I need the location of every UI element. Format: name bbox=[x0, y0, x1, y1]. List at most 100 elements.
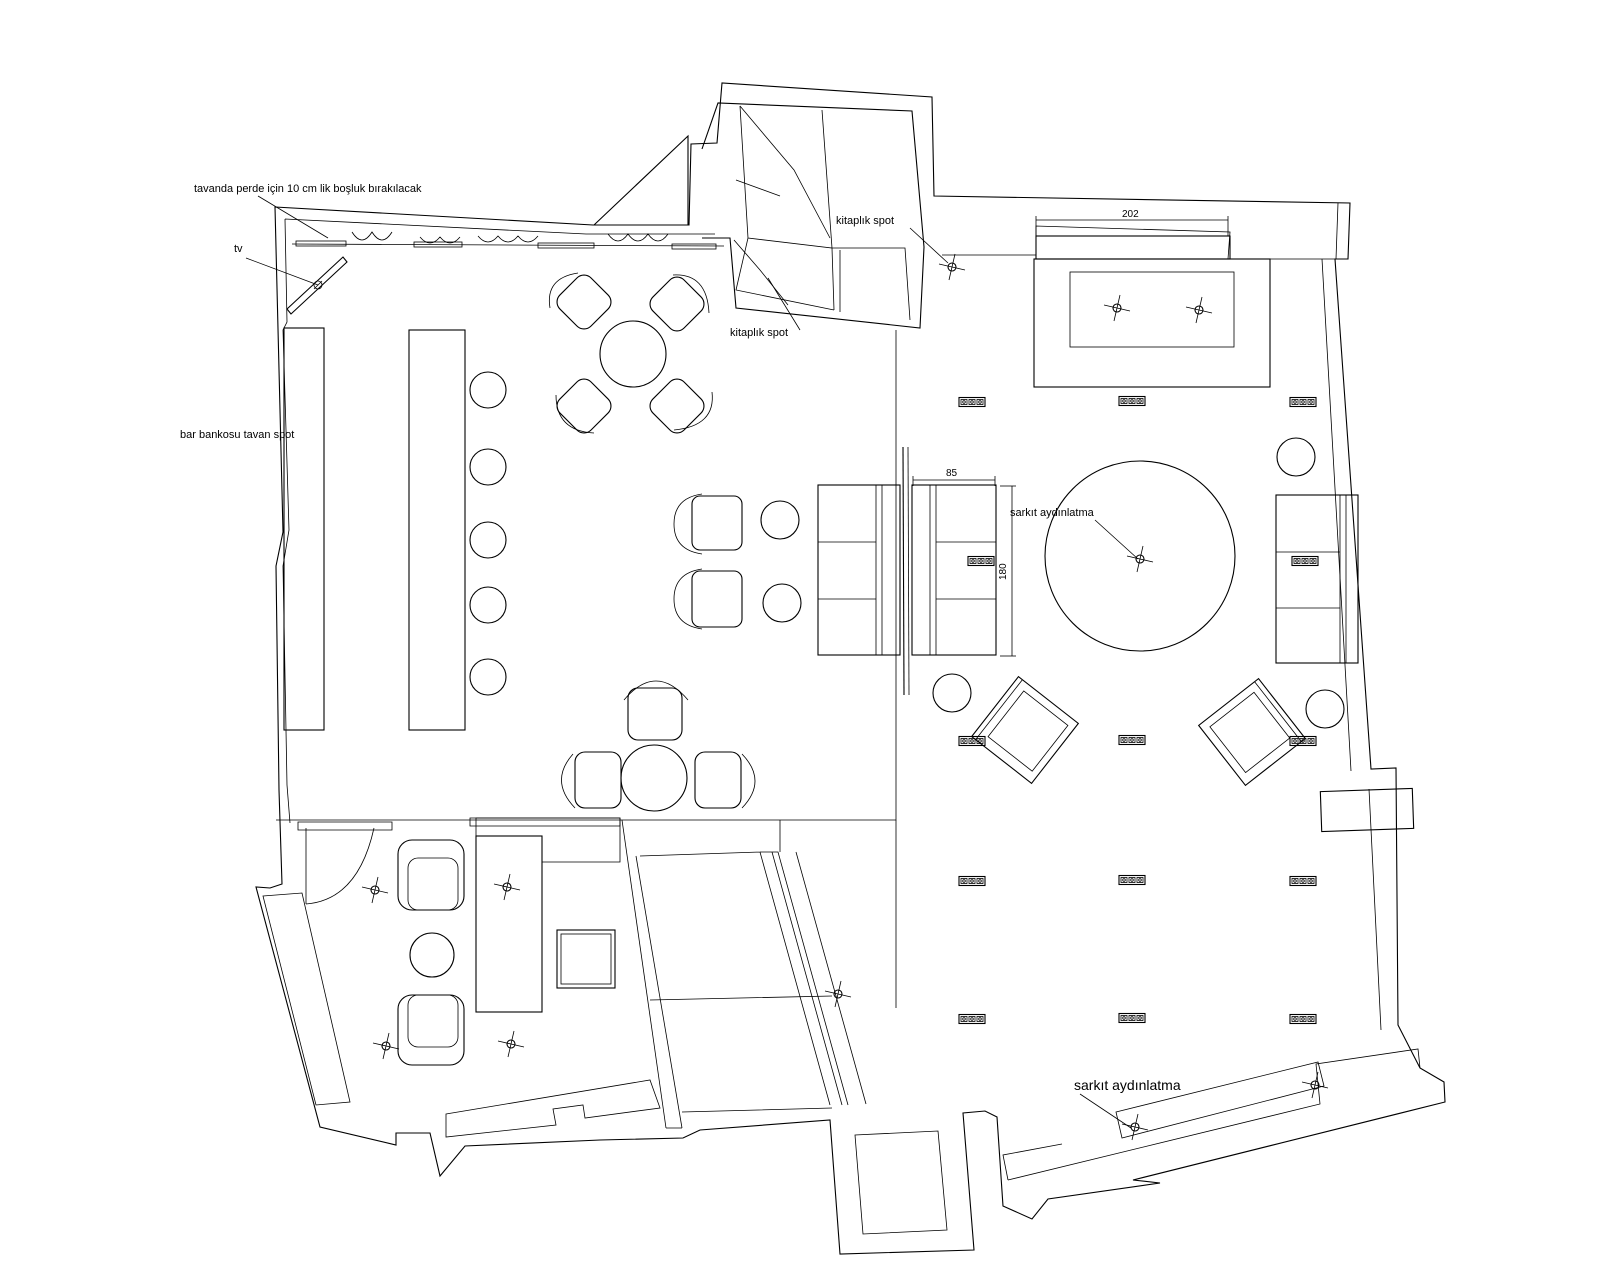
pendant-light-bar bbox=[1115, 1061, 1325, 1139]
dining-chair bbox=[649, 378, 713, 434]
spot-light-icon bbox=[824, 980, 852, 1008]
bottom-notch bbox=[854, 1130, 948, 1235]
round-table bbox=[620, 744, 688, 812]
dining-chair bbox=[561, 751, 622, 809]
round-table bbox=[599, 320, 667, 388]
spot-light-icon bbox=[1185, 296, 1213, 324]
bar-stool bbox=[469, 658, 507, 696]
sofas: 85 180 bbox=[817, 446, 1016, 696]
downlight-icon bbox=[1118, 734, 1146, 746]
downlights bbox=[958, 395, 1319, 1025]
tv-label: tv bbox=[234, 243, 243, 255]
downlight-icon bbox=[1118, 395, 1146, 407]
coffee-table bbox=[409, 932, 455, 978]
spot-light-icon bbox=[1301, 1071, 1329, 1099]
downlight-icon bbox=[1289, 735, 1317, 747]
fireplace-box bbox=[1033, 258, 1271, 388]
spot-light-icon bbox=[372, 1032, 400, 1060]
walls bbox=[255, 82, 1446, 1255]
downlight-icon bbox=[1118, 874, 1146, 886]
bottom-wall-right bbox=[1002, 1048, 1421, 1181]
fireplace-inner bbox=[1069, 271, 1235, 348]
partition bbox=[902, 446, 905, 696]
desk-chair bbox=[556, 929, 616, 989]
armchair-left bbox=[970, 675, 1080, 785]
fireplace: 202 bbox=[1033, 209, 1271, 388]
dining-chair bbox=[623, 680, 689, 741]
downlight-icon bbox=[1289, 1013, 1317, 1025]
bar-counter bbox=[283, 327, 507, 731]
fireplace-dimension: 202 bbox=[1035, 209, 1229, 236]
lower-left-room bbox=[297, 817, 621, 1066]
bar-stool bbox=[469, 586, 507, 624]
labels: tavanda perde için 10 cm lik boşluk bıra… bbox=[180, 183, 1181, 1129]
dimension-202: 202 bbox=[1122, 209, 1139, 220]
dimension-85: 85 bbox=[946, 468, 958, 479]
side-table bbox=[1276, 437, 1316, 477]
downlight-icon bbox=[958, 735, 986, 747]
side-chair bbox=[673, 493, 743, 555]
spot-light-icon bbox=[1103, 294, 1131, 322]
sofa-dimension-180: 180 bbox=[998, 485, 1016, 657]
pendant-light-label-1: sarkıt aydınlatma bbox=[1010, 507, 1095, 519]
bar-stool bbox=[469, 448, 507, 486]
pendant-light-label-2: sarkıt aydınlatma bbox=[1074, 1077, 1181, 1093]
outer-wall-main bbox=[255, 82, 1446, 1255]
side-table bbox=[932, 673, 972, 713]
downlight-icon bbox=[967, 555, 995, 567]
bar-counter-spot-label: bar bankosu tavan spot bbox=[180, 429, 294, 441]
armchair bbox=[397, 839, 465, 911]
armchair-right bbox=[1197, 677, 1307, 787]
wall-band-top-right bbox=[942, 202, 1339, 260]
sofa-dimension-85: 85 bbox=[912, 468, 996, 486]
downlight-icon bbox=[1289, 875, 1317, 887]
downlight-icon bbox=[958, 1013, 986, 1025]
bar-stool bbox=[469, 371, 507, 409]
window-2 bbox=[413, 241, 463, 248]
bar-stool bbox=[469, 521, 507, 559]
downlight-icon bbox=[1289, 396, 1317, 408]
light-fixtures bbox=[361, 253, 1329, 1141]
back-counter bbox=[283, 327, 325, 731]
side-table bbox=[762, 583, 802, 623]
spot-light-icon bbox=[1121, 1113, 1149, 1141]
armchair bbox=[397, 994, 465, 1066]
curtain-track bbox=[291, 134, 725, 250]
tv-unit bbox=[286, 256, 348, 315]
window-3 bbox=[537, 242, 595, 249]
downlight-icon bbox=[958, 875, 986, 887]
desk bbox=[475, 835, 543, 1013]
spot-light-icon bbox=[1126, 545, 1154, 573]
spot-light-icon bbox=[938, 253, 966, 281]
fireplace-mantel bbox=[1035, 235, 1231, 260]
downlight-icon bbox=[1118, 1012, 1146, 1024]
lounge-area bbox=[932, 437, 1415, 833]
dining-area bbox=[276, 272, 897, 821]
dining-chair bbox=[649, 274, 710, 332]
inner-wall-line bbox=[282, 218, 715, 824]
dining-chair bbox=[555, 378, 612, 434]
sofa-left bbox=[817, 484, 901, 656]
window-1 bbox=[295, 240, 347, 247]
sofa-right bbox=[911, 484, 997, 656]
dimension-180: 180 bbox=[998, 563, 1009, 580]
side-table bbox=[760, 500, 800, 540]
spot-light-icon bbox=[361, 876, 389, 904]
dining-chair bbox=[694, 751, 756, 809]
bottom-wall-left bbox=[445, 1079, 661, 1138]
glazed-triangle bbox=[593, 134, 689, 226]
spot-light-icon bbox=[497, 1030, 525, 1058]
column bbox=[1319, 787, 1415, 833]
downlight-icon bbox=[958, 396, 986, 408]
lower-left-wall bbox=[262, 892, 351, 1106]
curtain-note-label: tavanda perde için 10 cm lik boşluk bıra… bbox=[194, 183, 422, 195]
dining-room-outline bbox=[276, 330, 897, 821]
corridor bbox=[621, 819, 897, 1129]
right-wall-inner bbox=[1321, 258, 1382, 1031]
stair-wall bbox=[701, 102, 925, 329]
bar-counter-top bbox=[408, 329, 466, 731]
curtain-wave bbox=[351, 231, 669, 244]
round-rug bbox=[1044, 460, 1236, 652]
side-chair bbox=[673, 568, 743, 630]
